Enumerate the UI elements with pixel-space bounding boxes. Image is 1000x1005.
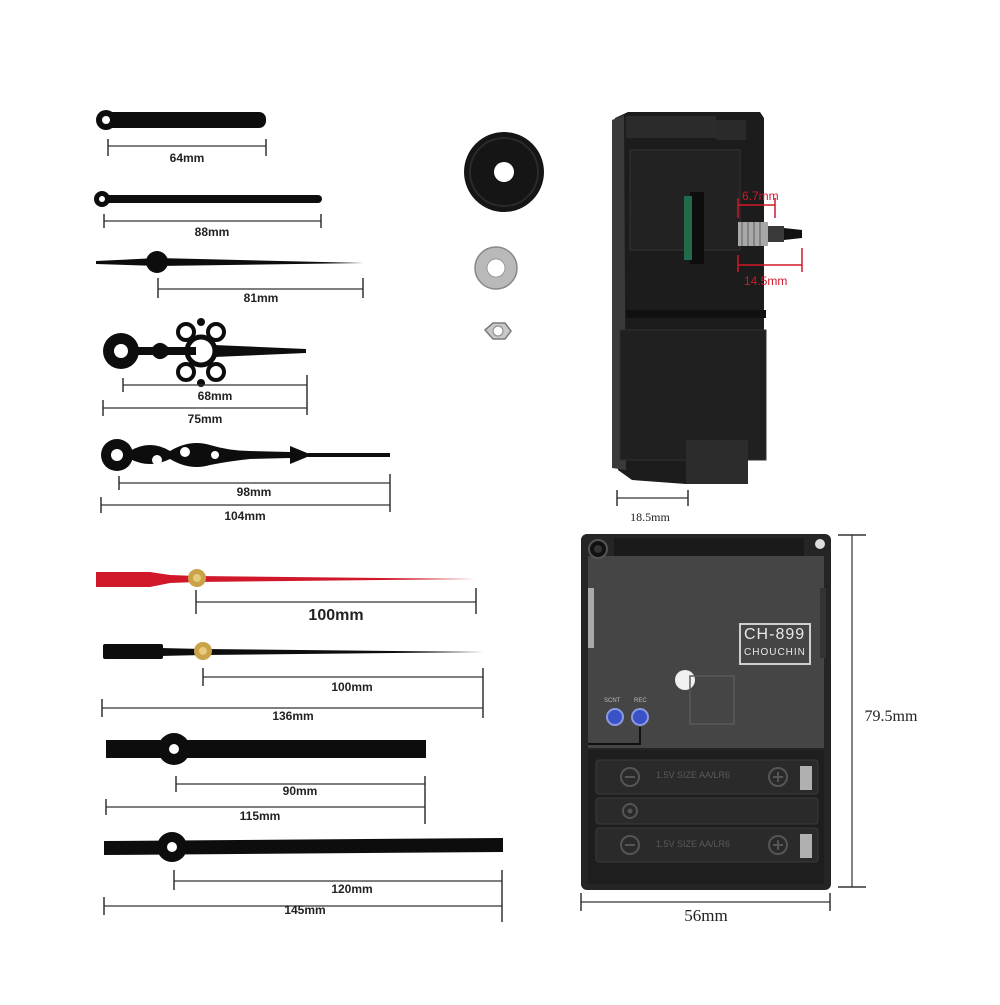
label-75mm: 75mm (187, 412, 223, 426)
dim-line-red-100 (195, 588, 477, 614)
second-hand-81 (96, 251, 364, 273)
dim-line-width (580, 893, 831, 911)
dim-line-64 (107, 139, 267, 156)
dim-line-120 (173, 870, 503, 922)
label-136mm: 136mm (272, 709, 314, 723)
battery-slot-text-2: 1.5V SIZE AA/LR6 (656, 839, 731, 849)
label-height-79-5mm: 79.5mm (864, 708, 918, 725)
dim-line-98 (118, 474, 391, 512)
dim-line-88 (103, 214, 322, 228)
red-second-hand (96, 569, 476, 587)
dim-line-depth (616, 490, 689, 506)
label-115mm: 115mm (239, 809, 281, 823)
dim-line-115 (105, 799, 425, 815)
black-second-hand (103, 642, 484, 660)
label-145mm: 145mm (284, 903, 326, 917)
flat-hour-hand (106, 733, 426, 765)
hex-nut (483, 322, 512, 340)
label-104mm: 104mm (224, 509, 266, 523)
button-label-right: REC (634, 698, 647, 704)
rubber-washer (464, 132, 544, 212)
metal-washer (474, 246, 518, 290)
label-depth-18-5mm: 18.5mm (630, 510, 670, 524)
minute-hand-88 (94, 191, 322, 207)
shaft-dim-red (737, 198, 803, 272)
label-88mm: 88mm (194, 225, 230, 239)
label-98mm: 98mm (236, 485, 272, 499)
dim-line-145 (103, 897, 502, 915)
dim-line-104 (100, 497, 390, 513)
label-width-56mm: 56mm (684, 906, 728, 925)
movement-side-view (612, 112, 802, 484)
movement-back-view (581, 534, 831, 890)
label-red-100mm: 100mm (308, 607, 364, 624)
dim-line-136 (101, 699, 483, 717)
label-81mm: 81mm (243, 291, 279, 305)
label-90mm: 90mm (282, 784, 318, 798)
dim-line-90 (175, 776, 426, 824)
label-64mm: 64mm (169, 151, 205, 165)
label-120mm: 120mm (331, 882, 373, 896)
flat-minute-hand (104, 832, 503, 862)
hour-hand-64 (96, 110, 266, 130)
label-shaft-14-5mm: 14.5mm (744, 274, 788, 288)
label-shaft-6-7mm: 6.7mm (742, 189, 779, 203)
model-marking: CH-899 (744, 626, 806, 643)
brand-marking: CHOUCHIN (744, 647, 806, 658)
dim-line-black-100 (202, 668, 484, 718)
dim-line-81 (157, 278, 364, 298)
ornate-hour-hand (103, 318, 306, 387)
label-black-100mm: 100mm (331, 680, 373, 694)
label-68mm: 68mm (197, 389, 233, 403)
ornate-minute-hand (101, 439, 390, 471)
dim-line-height (838, 534, 866, 888)
dim-line-75 (102, 400, 307, 416)
battery-slot-text-1: 1.5V SIZE AA/LR6 (656, 770, 731, 780)
button-label-left: SCNT (604, 698, 621, 704)
